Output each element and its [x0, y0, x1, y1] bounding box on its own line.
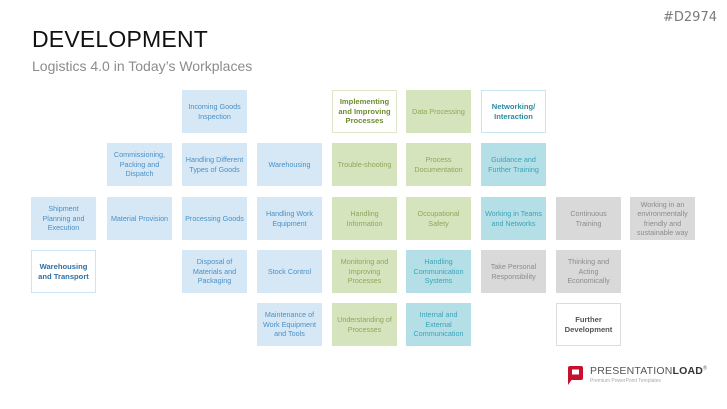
box-monitoring-improving-processes: Monitoring and Improving Processes — [332, 250, 397, 293]
box-handling-different-types-of-goods: Handling Different Types of Goods — [182, 143, 247, 186]
box-stock-control: Stock Control — [257, 250, 322, 293]
box-processing-goods: Processing Goods — [182, 197, 247, 240]
box-label: Shipment Planning and Execution — [42, 204, 85, 233]
box-label: Further Development — [564, 315, 613, 334]
page-subtitle: Logistics 4.0 in Today’s Workplaces — [32, 58, 253, 74]
box-working-teams-networks: Working in Teams and Networks — [481, 197, 546, 240]
box-label: Occupational Safety — [417, 209, 460, 228]
logo-mark-icon — [568, 365, 583, 385]
box-further-development: Further Development — [556, 303, 621, 346]
box-working-environmentally: Working in an environmentally friendly a… — [630, 197, 695, 240]
box-label: Networking/ Interaction — [491, 102, 536, 121]
box-warehousing: Warehousing — [257, 143, 322, 186]
box-label: Stock Control — [267, 266, 312, 276]
box-incoming-goods-inspection: Incoming Goods Inspection — [182, 90, 247, 133]
box-label: Working in an environmentally friendly a… — [636, 199, 689, 238]
box-maintenance-work-equipment-tools: Maintenance of Work Equipment and Tools — [257, 303, 322, 346]
box-label: Understanding of Processes — [337, 315, 392, 334]
box-warehousing-and-transport: Warehousing and Transport — [31, 250, 96, 293]
box-label: Incoming Goods Inspection — [188, 102, 241, 121]
box-label: Implementing and Improving Processes — [338, 97, 391, 126]
logo-tagline: Premium PowerPoint Templates — [590, 378, 662, 384]
box-label: Commissioning, Packing and Dispatch — [113, 150, 166, 179]
box-data-processing: Data Processing — [406, 90, 471, 133]
box-label: Guidance and Further Training — [488, 155, 539, 174]
box-understanding-of-processes: Understanding of Processes — [332, 303, 397, 346]
box-take-personal-responsibility: Take Personal Responsibility — [481, 250, 546, 293]
box-label: Material Provision — [110, 213, 169, 223]
box-label: Handling Communication Systems — [413, 257, 464, 286]
box-process-documentation: Process Documentation — [406, 143, 471, 186]
box-handling-communication-systems: Handling Communication Systems — [406, 250, 471, 293]
box-label: Handling Information — [346, 209, 383, 228]
logo-name: PRESENTATIONLOAD® — [590, 365, 707, 377]
box-label: Working in Teams and Networks — [485, 209, 542, 228]
box-label: Continuous Training — [570, 209, 607, 228]
box-label: Warehousing and Transport — [38, 262, 89, 281]
box-label: Data Processing — [412, 106, 465, 116]
box-label: Monitoring and Improving Processes — [340, 257, 389, 286]
box-label: Take Personal Responsibility — [490, 262, 537, 281]
box-label: Trouble-shooting — [337, 159, 392, 169]
box-disposal-materials-packaging: Disposal of Materials and Packaging — [182, 250, 247, 293]
box-guidance-further-training: Guidance and Further Training — [481, 143, 546, 186]
box-label: Handling Different Types of Goods — [185, 155, 244, 174]
box-occupational-safety: Occupational Safety — [406, 197, 471, 240]
box-internal-external-communication: Internal and External Communication — [406, 303, 471, 346]
box-continuous-training: Continuous Training — [556, 197, 621, 240]
presentationload-logo: PRESENTATIONLOAD® Premium PowerPoint Tem… — [568, 365, 707, 385]
box-handling-information: Handling Information — [332, 197, 397, 240]
box-material-provision: Material Provision — [107, 197, 172, 240]
box-label: Thinking and Acting Economically — [567, 257, 610, 286]
box-label: Internal and External Communication — [413, 310, 464, 339]
box-thinking-acting-economically: Thinking and Acting Economically — [556, 250, 621, 293]
page-title: DEVELOPMENT — [32, 26, 209, 52]
box-label: Process Documentation — [414, 155, 463, 174]
box-handling-work-equipment: Handling Work Equipment — [257, 197, 322, 240]
box-label: Warehousing — [268, 159, 311, 169]
box-label: Maintenance of Work Equipment and Tools — [263, 310, 316, 339]
box-trouble-shooting: Trouble-shooting — [332, 143, 397, 186]
box-networking-interaction: Networking/ Interaction — [481, 90, 546, 133]
box-shipment-planning-execution: Shipment Planning and Execution — [31, 197, 96, 240]
slide-id: #D2974 — [663, 10, 717, 25]
box-label: Handling Work Equipment — [265, 209, 313, 228]
box-label: Disposal of Materials and Packaging — [192, 257, 237, 286]
box-commissioning-packing-dispatch: Commissioning, Packing and Dispatch — [107, 143, 172, 186]
box-implementing-improving-processes: Implementing and Improving Processes — [332, 90, 397, 133]
box-label: Processing Goods — [185, 213, 244, 223]
